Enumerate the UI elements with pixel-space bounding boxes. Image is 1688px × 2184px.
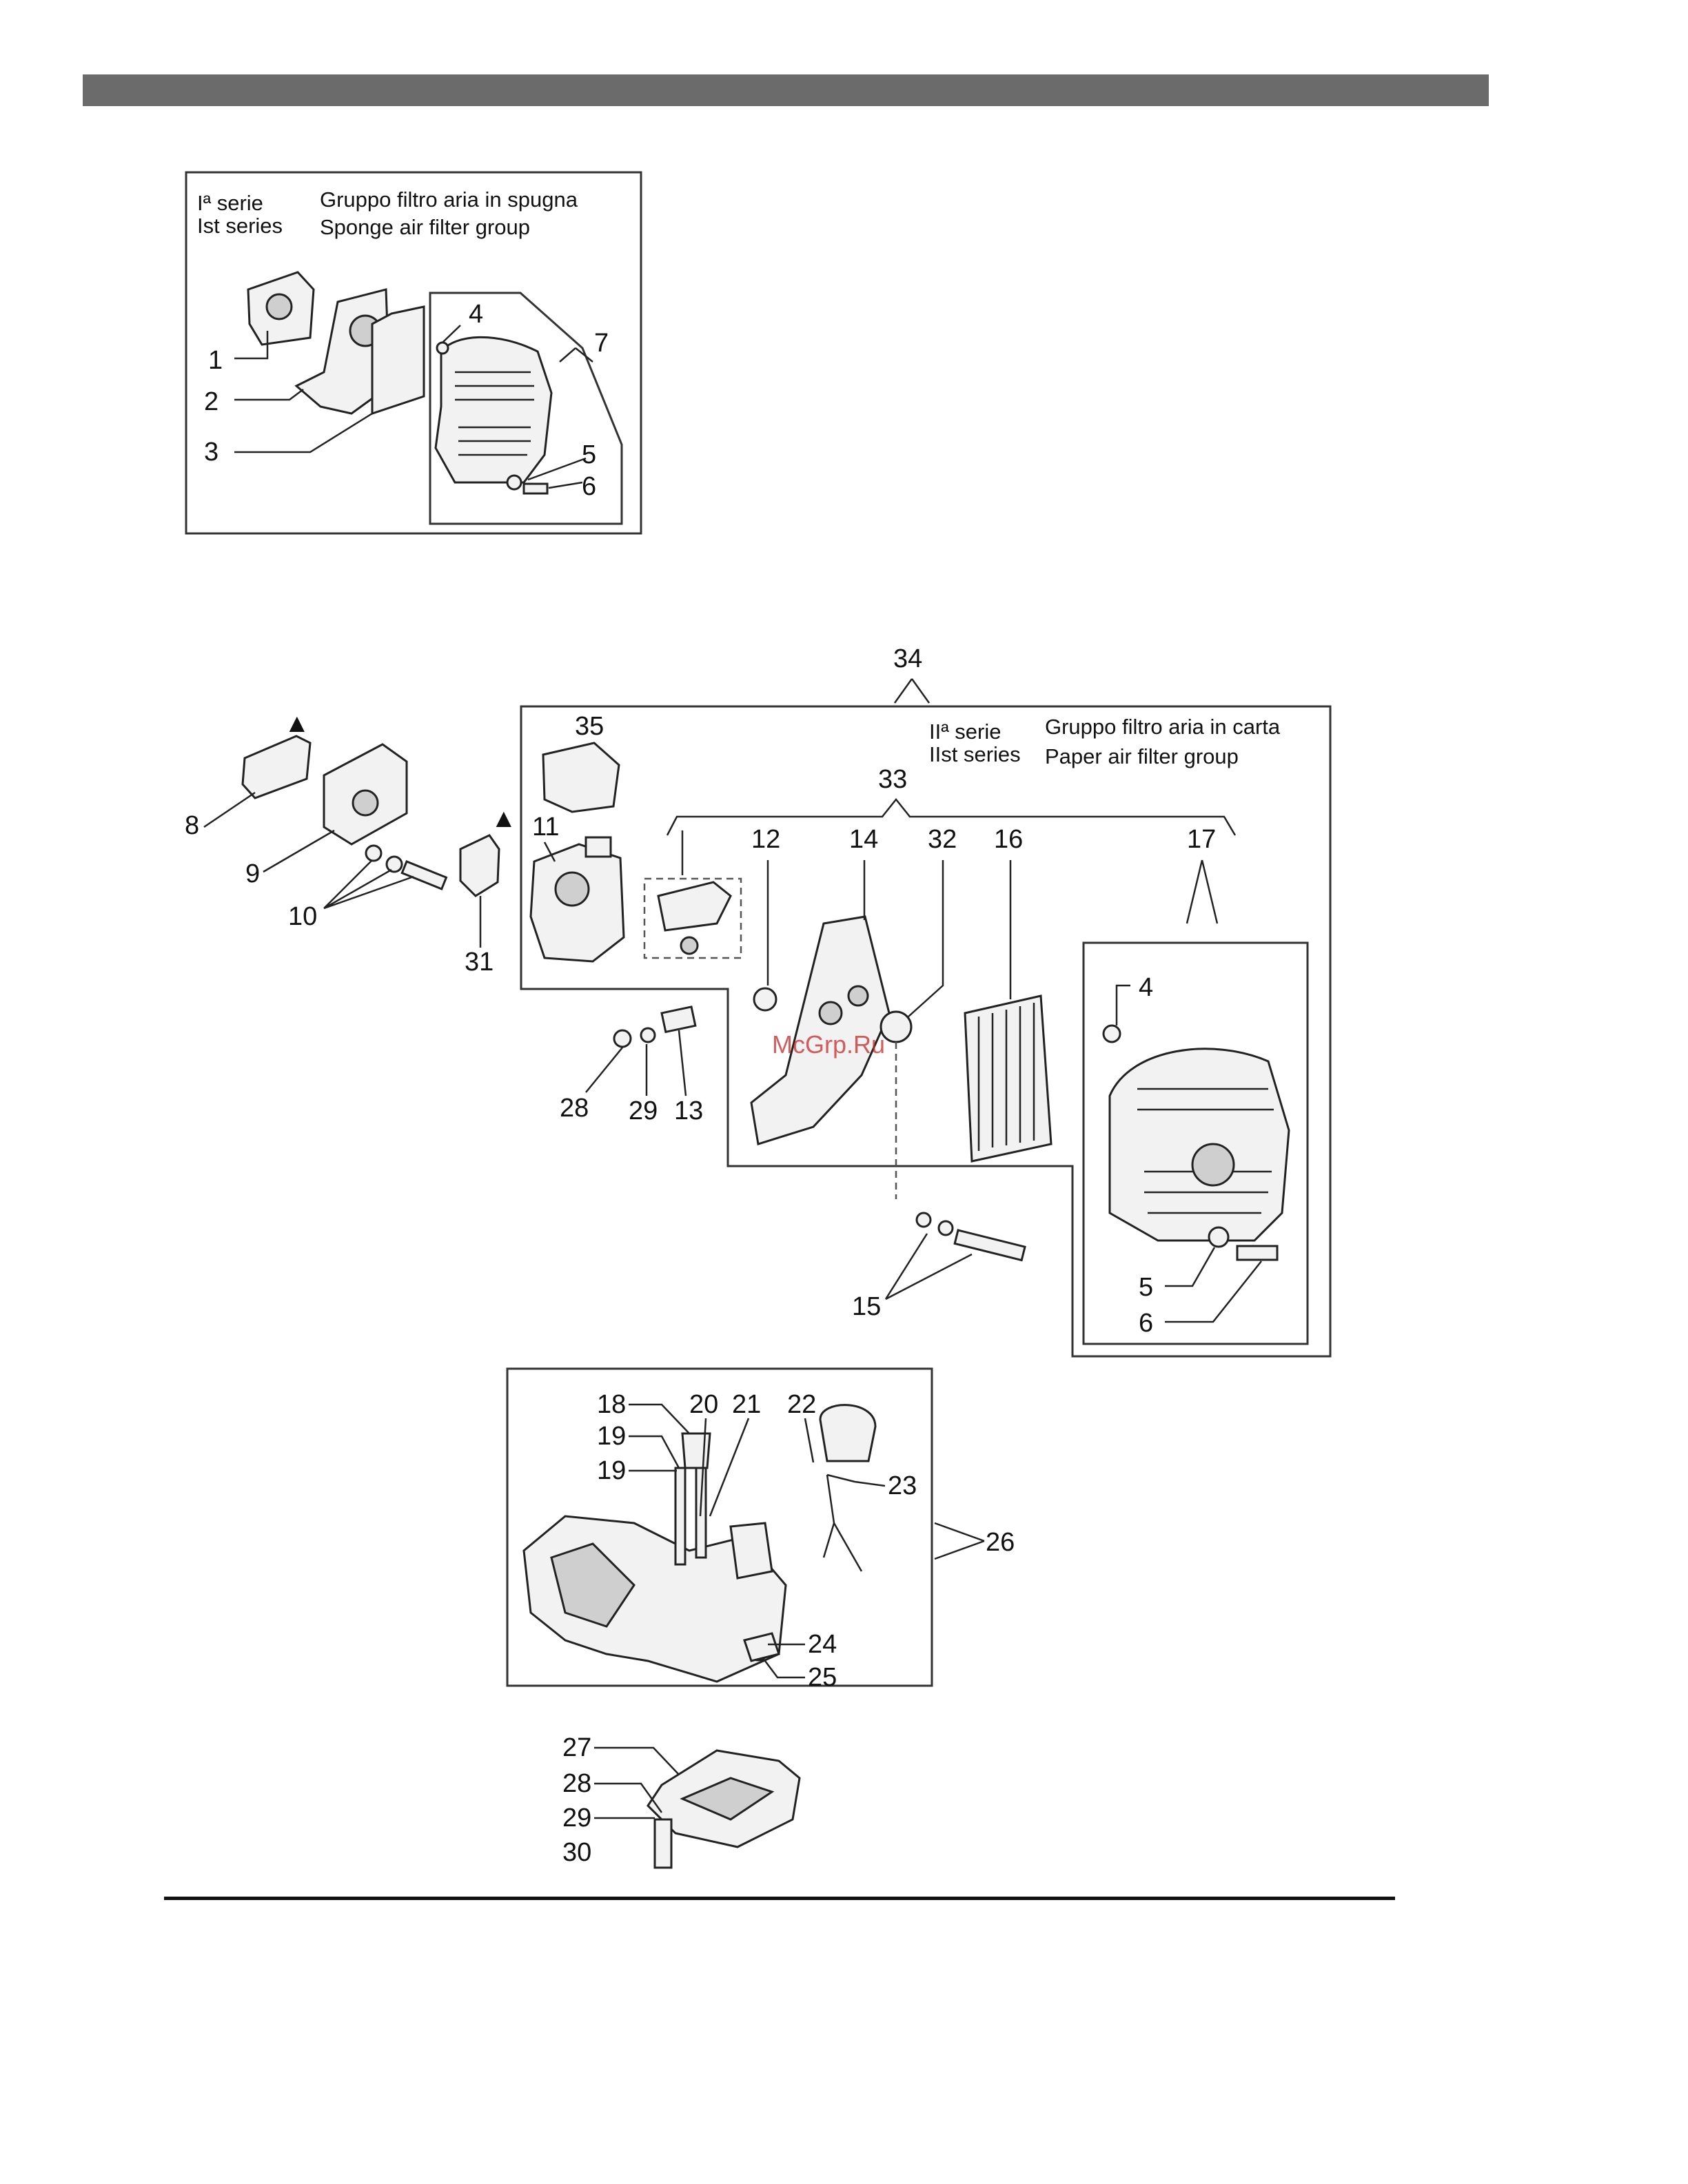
first-series-group: Iª serie Ist series Gruppo filtro aria i… xyxy=(186,172,641,533)
callout-5: 5 xyxy=(582,440,596,469)
intake-group: ▲ 8 9 10 ▲ 31 28 29 13 xyxy=(185,709,703,1125)
first-series-title-it: Gruppo filtro aria in spugna xyxy=(320,187,578,212)
second-series-series-en: IIst series xyxy=(929,742,1021,766)
callout-28-guard: 28 xyxy=(562,1769,591,1798)
seal-part xyxy=(881,1012,911,1042)
gasket-part xyxy=(243,736,310,798)
callout-6: 6 xyxy=(582,472,596,501)
filter-cover-part-2 xyxy=(1110,1049,1289,1241)
fuel-tank-group: 18 19 19 20 21 22 23 26 24 25 xyxy=(507,1369,1015,1692)
warning-mark-8: ▲ xyxy=(284,709,310,738)
washer-part-3 xyxy=(917,1213,931,1227)
callout-34: 34 xyxy=(893,644,922,673)
callout-16: 16 xyxy=(994,825,1023,854)
fuel-cap-part xyxy=(820,1405,875,1461)
callout-30: 30 xyxy=(562,1838,591,1867)
callout-25: 25 xyxy=(808,1663,837,1692)
callout-26: 26 xyxy=(986,1528,1015,1557)
bottom-rule xyxy=(164,1897,1395,1900)
screw-part-2 xyxy=(1237,1246,1277,1260)
callout-2: 2 xyxy=(204,387,218,416)
callout-8: 8 xyxy=(185,811,199,840)
second-series-title-it: Gruppo filtro aria in carta xyxy=(1045,715,1281,739)
first-series-serie-it: Iª serie xyxy=(197,191,263,215)
callout-1: 1 xyxy=(208,346,223,375)
callout-14: 14 xyxy=(849,825,878,854)
callout-15: 15 xyxy=(852,1292,881,1321)
callout-31: 31 xyxy=(465,948,494,977)
second-series-title-en: Paper air filter group xyxy=(1045,744,1239,768)
second-series-serie-it: IIª serie xyxy=(929,720,1001,744)
callout-33: 33 xyxy=(878,765,907,794)
callout-9: 9 xyxy=(245,859,260,888)
second-series-group: 34 IIª serie IIst series Gruppo filtro a… xyxy=(521,644,1330,1356)
washer-part xyxy=(507,476,521,489)
first-series-series-en: Ist series xyxy=(197,214,283,238)
washer-part-2 xyxy=(1209,1227,1228,1247)
fuel-line-part xyxy=(675,1468,685,1564)
callout-19a: 19 xyxy=(597,1422,626,1451)
first-series-title-en: Sponge air filter group xyxy=(320,215,530,239)
washer-part-4 xyxy=(366,846,381,861)
fuel-filter-part xyxy=(682,1433,710,1468)
warning-mark-31: ▲ xyxy=(491,804,517,833)
callout-10: 10 xyxy=(288,902,317,931)
callout-32: 32 xyxy=(928,825,957,854)
callout-22: 22 xyxy=(787,1390,816,1419)
o-ring-part-2 xyxy=(1104,1025,1120,1042)
long-bolt-part xyxy=(955,1230,1025,1261)
callout-29: 29 xyxy=(629,1096,658,1125)
callout-27: 27 xyxy=(562,1733,591,1762)
callout-24: 24 xyxy=(808,1630,837,1659)
callout-7: 7 xyxy=(594,329,609,358)
callout-19b: 19 xyxy=(597,1456,626,1485)
callout-29-guard: 29 xyxy=(562,1804,591,1833)
filter-cover-part xyxy=(436,337,551,482)
callout-18: 18 xyxy=(597,1390,626,1419)
bolt-part xyxy=(402,861,446,889)
callout-6-second: 6 xyxy=(1139,1309,1153,1338)
watermark: McGrp.Ru xyxy=(772,1030,885,1059)
callout-3: 3 xyxy=(204,438,218,467)
callout-35: 35 xyxy=(575,712,604,741)
gasket-part-2 xyxy=(460,835,499,896)
callout-5-second: 5 xyxy=(1139,1273,1153,1302)
callout-21: 21 xyxy=(732,1390,761,1419)
callout-12: 12 xyxy=(751,825,780,854)
callout-20: 20 xyxy=(689,1390,718,1419)
callout-23: 23 xyxy=(888,1471,917,1500)
washer-part-5 xyxy=(614,1030,631,1047)
callout-4: 4 xyxy=(469,300,483,329)
callout-4-second: 4 xyxy=(1139,973,1153,1002)
screw-part-3 xyxy=(662,1007,695,1032)
callout-28: 28 xyxy=(560,1094,589,1123)
sponge-filter-part xyxy=(372,307,424,414)
filler-neck-part xyxy=(731,1523,772,1578)
callout-17: 17 xyxy=(1187,825,1216,854)
guard-screw-part xyxy=(655,1819,671,1868)
callout-13: 13 xyxy=(674,1096,703,1125)
callout-11: 11 xyxy=(532,813,559,841)
carburettor-cover-part xyxy=(543,743,619,812)
o-ring-part xyxy=(437,343,448,354)
tank-guard-group: 27 28 29 30 xyxy=(562,1733,800,1868)
screw-part xyxy=(524,484,547,493)
grommet-part xyxy=(754,988,776,1010)
